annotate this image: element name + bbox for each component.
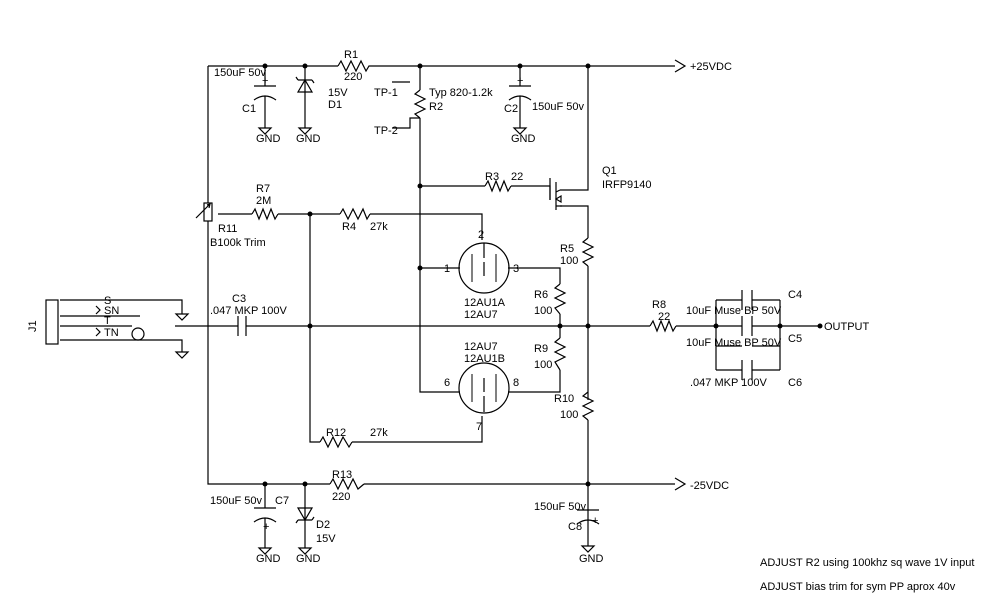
c4-ref: C4 <box>788 289 802 301</box>
tube-a-pin-1: 1 <box>444 263 450 275</box>
gnd-c2: GND <box>511 133 536 145</box>
tube-a-line1: 12AU1A <box>464 297 506 309</box>
tube-b-pin-6: 6 <box>444 377 450 389</box>
gnd-c1: GND <box>256 133 281 145</box>
c2-ref: C2 <box>504 103 518 115</box>
note-1: ADJUST R2 using 100khz sq wave 1V input <box>760 557 974 569</box>
jack-j1 <box>45 299 145 345</box>
r11-val: B100k Trim <box>210 237 266 249</box>
c1-plus: + <box>262 75 268 87</box>
tube-a-pin-2: 2 <box>478 229 484 241</box>
r13-ref: R13 <box>332 469 352 481</box>
wires <box>60 65 820 548</box>
tube-a-pin-3: 3 <box>513 263 519 275</box>
output-label: OUTPUT <box>824 321 870 333</box>
r5-ref: R5 <box>560 243 574 255</box>
r13-val: 220 <box>332 491 350 503</box>
r7-ref: R7 <box>256 183 270 195</box>
r11-ref: R11 <box>218 223 237 235</box>
tube-b-line2: 12AU1B <box>464 353 505 365</box>
q1-ref: Q1 <box>602 165 617 177</box>
c1-ref: C1 <box>242 103 256 115</box>
pos-rail-label: +25VDC <box>690 61 732 73</box>
r9-ref: R9 <box>534 343 548 355</box>
c1-val: 150uF 50v <box>214 67 266 79</box>
zener-diodes <box>295 76 315 524</box>
d1-ref: D1 <box>328 99 342 111</box>
r10-val: 100 <box>560 409 578 421</box>
ground-symbols <box>174 127 596 555</box>
c7-plus: + <box>263 521 269 533</box>
jack-pin-t: T <box>104 315 111 327</box>
r4-val: 27k <box>370 221 388 233</box>
r7-val: 2M <box>256 195 271 207</box>
c6-ref: C6 <box>788 377 802 389</box>
tp2-label: TP-2 <box>374 125 398 137</box>
c8-plus: + <box>592 515 598 527</box>
r9-val: 100 <box>534 359 552 371</box>
jack-pin-sn: SN <box>104 305 119 317</box>
gnd-d1: GND <box>296 133 321 145</box>
c4-val: 10uF Muse BP 50V <box>686 305 782 317</box>
tube-b-pin-8: 8 <box>513 377 519 389</box>
r8-val: 22 <box>658 311 670 323</box>
jack-pin-tn: TN <box>104 327 119 339</box>
c8-ref: C8 <box>568 521 582 533</box>
tube-b-pin-7: 7 <box>476 421 482 433</box>
c2-val: 150uF 50v <box>532 101 584 113</box>
gnd-d2: GND <box>296 553 321 565</box>
r3-val: 22 <box>511 171 523 183</box>
r10-ref: R10 <box>554 393 574 405</box>
note-2: ADJUST bias trim for sym PP aprox 40v <box>760 581 956 593</box>
d2-ref: D2 <box>316 519 330 531</box>
capacitor-symbols <box>237 85 753 525</box>
junctions <box>262 63 823 487</box>
r1-val: 220 <box>344 71 362 83</box>
test-points <box>392 81 420 129</box>
d2-val: 15V <box>316 533 336 545</box>
gnd-c7: GND <box>256 553 281 565</box>
tube-symbols <box>458 242 510 414</box>
r1-ref: R1 <box>344 49 358 61</box>
r3-ref: R3 <box>485 171 499 183</box>
jack-pin-s: S <box>104 295 111 307</box>
labels: +25VDC -25VDC R1 220 Typ 820-1.2k R2 TP-… <box>27 49 974 593</box>
c2-plus: + <box>517 75 523 87</box>
q1-val: IRFP9140 <box>602 179 652 191</box>
r12-val: 27k <box>370 427 388 439</box>
r5-val: 100 <box>560 255 578 267</box>
r8-ref: R8 <box>652 299 666 311</box>
c5-ref: C5 <box>788 333 802 345</box>
c7-val: 150uF 50v <box>210 495 262 507</box>
mosfet-q1 <box>549 178 562 210</box>
neg-rail-label: -25VDC <box>690 480 729 492</box>
r12-ref: R12 <box>326 427 346 439</box>
c6-val: .047 MKP 100V <box>690 377 768 389</box>
c3-val: .047 MKP 100V <box>210 305 288 317</box>
r2-note: Typ 820-1.2k <box>429 87 493 99</box>
r2-ref: R2 <box>429 101 443 113</box>
tp1-label: TP-1 <box>374 87 398 99</box>
c8-val: 150uF 50v <box>534 501 586 513</box>
r4-ref: R4 <box>342 221 356 233</box>
tube-b-line1: 12AU7 <box>464 341 498 353</box>
c5-val: 10uF Muse BP 50V <box>686 337 782 349</box>
resistor-symbols <box>195 59 677 491</box>
r6-val: 100 <box>534 305 552 317</box>
tube-a-line2: 12AU7 <box>464 309 498 321</box>
c3-ref: C3 <box>232 293 246 305</box>
c7-ref: C7 <box>275 495 289 507</box>
rail-arrows <box>674 59 687 491</box>
r6-ref: R6 <box>534 289 548 301</box>
gnd-c8: GND <box>579 553 604 565</box>
d1-val: 15V <box>328 87 348 99</box>
jack-ref: J1 <box>27 320 39 332</box>
